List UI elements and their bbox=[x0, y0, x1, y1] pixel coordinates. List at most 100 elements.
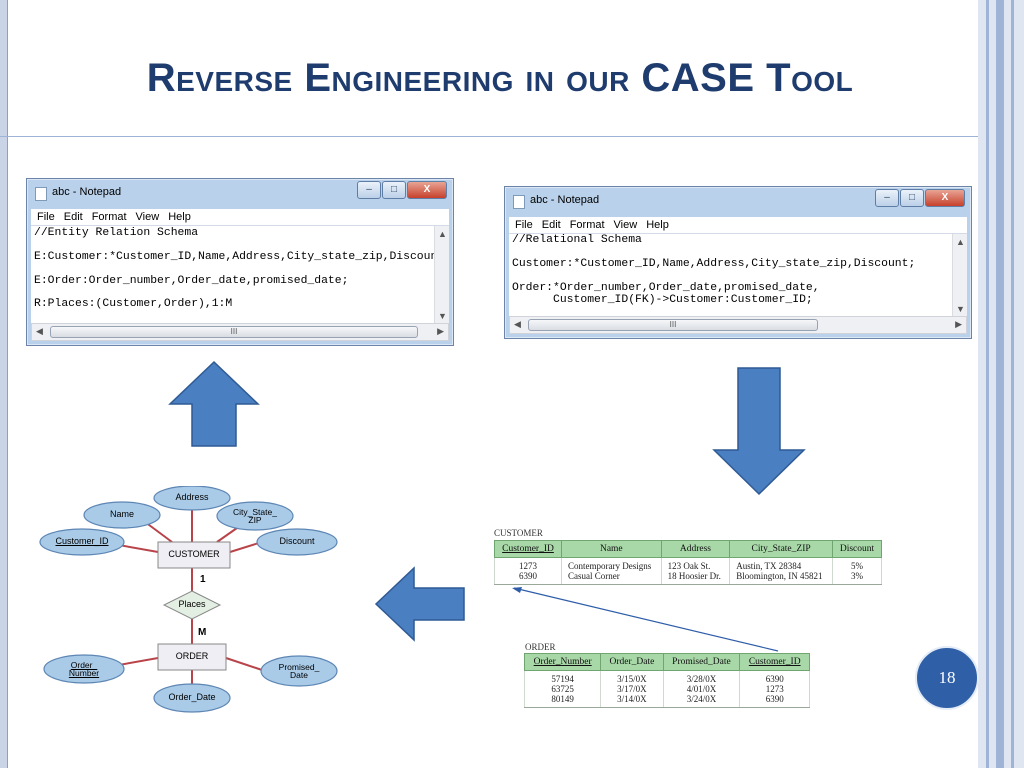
attr-discount: Discount bbox=[279, 536, 315, 546]
text-line: Customer:*Customer_ID,Name,Address,City_… bbox=[512, 258, 916, 270]
title-divider bbox=[0, 136, 978, 137]
horizontal-scrollbar[interactable]: ◀ III ▶ bbox=[509, 316, 967, 334]
horizontal-scroll-thumb[interactable]: III bbox=[50, 326, 418, 338]
menu-edit[interactable]: Edit bbox=[541, 219, 561, 231]
scroll-left-icon[interactable]: ◀ bbox=[36, 326, 43, 336]
attr-order-number: Order_ Number bbox=[68, 660, 100, 678]
entity-order-box bbox=[157, 643, 227, 671]
cardinality-one: 1 bbox=[200, 574, 206, 585]
column-header: Customer_ID bbox=[494, 540, 562, 558]
menu-edit[interactable]: Edit bbox=[63, 211, 83, 223]
close-button[interactable]: X bbox=[925, 189, 965, 207]
menu-bar: File Edit Format View Help bbox=[509, 217, 967, 233]
vertical-scrollbar[interactable]: ▲ ▼ bbox=[434, 226, 449, 323]
slide-frame-left bbox=[0, 0, 7, 768]
text-line: Customer_ID(FK)->Customer:Customer_ID; bbox=[512, 294, 813, 306]
window-title: abc - Notepad bbox=[52, 186, 122, 198]
notepad-icon bbox=[35, 187, 47, 201]
close-button[interactable]: X bbox=[407, 181, 447, 199]
maximize-button[interactable]: □ bbox=[382, 181, 406, 199]
slide-frame-right bbox=[978, 0, 1024, 768]
horizontal-scrollbar[interactable]: ◀ III ▶ bbox=[31, 323, 449, 341]
text-editor-area[interactable]: //Relational Schema Customer:*Customer_I… bbox=[509, 233, 967, 316]
menu-view[interactable]: View bbox=[613, 219, 638, 231]
attr-address: Address bbox=[175, 492, 209, 502]
relationship-diamond bbox=[162, 590, 222, 620]
column-header: Promised_Date bbox=[662, 653, 741, 671]
arrow-up-icon bbox=[168, 360, 260, 447]
cardinality-many: M bbox=[198, 627, 207, 638]
entity-customer-label: CUSTOMER bbox=[168, 549, 220, 559]
column-header: City_State_ZIP bbox=[729, 540, 833, 558]
text-line: Order:*Order_number,Order_date,promised_… bbox=[512, 282, 820, 294]
table-cell: 123 Oak St.18 Hoosier Dr. bbox=[660, 557, 731, 585]
foreign-key-arrowhead-icon bbox=[512, 587, 522, 593]
attr-order-date: Order_Date bbox=[168, 692, 216, 702]
menu-help[interactable]: Help bbox=[646, 219, 669, 231]
window-title: abc - Notepad bbox=[530, 194, 600, 206]
page-number-badge: 18 bbox=[915, 646, 979, 710]
customer-table: Customer_ID Name Address City_State_ZIP … bbox=[494, 540, 883, 585]
minimize-button[interactable]: – bbox=[357, 181, 381, 199]
attr-promised-date: Promised_ Date bbox=[278, 662, 320, 680]
minimize-button[interactable]: – bbox=[875, 189, 899, 207]
order-table-caption: ORDER bbox=[525, 642, 556, 652]
menu-file[interactable]: File bbox=[515, 219, 533, 231]
notepad-titlebar[interactable]: abc - Notepad – □ X bbox=[27, 179, 453, 209]
column-header: Discount bbox=[831, 540, 883, 558]
notepad-titlebar[interactable]: abc - Notepad – □ X bbox=[505, 187, 971, 217]
entity-customer-box bbox=[157, 541, 231, 569]
notepad-window-entity-schema[interactable]: abc - Notepad – □ X File Edit Format Vie… bbox=[26, 178, 454, 346]
text-editor-area[interactable]: //Entity Relation Schema E:Customer:*Cus… bbox=[31, 225, 449, 323]
table-header-row: Customer_ID Name Address City_State_ZIP … bbox=[494, 540, 883, 558]
horizontal-scroll-thumb[interactable]: III bbox=[528, 319, 818, 331]
column-header: Order_Number bbox=[523, 653, 602, 671]
column-header: Address bbox=[660, 540, 731, 558]
menu-file[interactable]: File bbox=[37, 211, 55, 223]
menu-format[interactable]: Format bbox=[569, 219, 605, 231]
foreign-key-link bbox=[513, 587, 779, 652]
scroll-left-icon[interactable]: ◀ bbox=[514, 319, 521, 329]
arrow-left-icon bbox=[374, 566, 465, 642]
text-line: R:Places:(Customer,Order),1:M bbox=[34, 298, 233, 310]
notepad-window-relational-schema[interactable]: abc - Notepad – □ X File Edit Format Vie… bbox=[504, 186, 972, 339]
text-line: E:Customer:*Customer_ID,Name,Address,Cit… bbox=[34, 251, 449, 263]
scroll-down-icon[interactable]: ▼ bbox=[438, 311, 447, 321]
relationship-label: Places bbox=[178, 599, 206, 609]
menu-help[interactable]: Help bbox=[168, 211, 191, 223]
er-diagram: Address Name City_State_ ZIP Customer_ID… bbox=[32, 486, 376, 734]
column-header: Customer_ID bbox=[739, 653, 810, 671]
attribute-ovals bbox=[39, 486, 338, 713]
menu-format[interactable]: Format bbox=[91, 211, 127, 223]
text-line: E:Order:Order_number,Order_date,promised… bbox=[34, 275, 349, 287]
scroll-up-icon[interactable]: ▲ bbox=[956, 237, 965, 247]
text-line: //Entity Relation Schema bbox=[34, 227, 199, 239]
customer-table-caption: CUSTOMER bbox=[494, 528, 543, 538]
scroll-up-icon[interactable]: ▲ bbox=[438, 229, 447, 239]
maximize-button[interactable]: □ bbox=[900, 189, 924, 207]
text-line: //Relational Schema bbox=[512, 234, 642, 246]
slide-frame-left-line bbox=[7, 0, 8, 768]
vertical-scrollbar[interactable]: ▲ ▼ bbox=[952, 234, 967, 316]
order-table: Order_Number Order_Date Promised_Date Cu… bbox=[523, 653, 810, 708]
menu-view[interactable]: View bbox=[135, 211, 160, 223]
scroll-right-icon[interactable]: ▶ bbox=[437, 326, 444, 336]
entity-order-label: ORDER bbox=[175, 651, 209, 661]
slide-title: Reverse Engineering in our CASE Tool bbox=[146, 56, 854, 100]
column-header: Order_Date bbox=[600, 653, 664, 671]
column-header: Name bbox=[561, 540, 662, 558]
attr-name: Name bbox=[109, 509, 134, 519]
arrow-down-icon bbox=[712, 367, 806, 496]
scroll-down-icon[interactable]: ▼ bbox=[956, 304, 965, 314]
scroll-right-icon[interactable]: ▶ bbox=[955, 319, 962, 329]
